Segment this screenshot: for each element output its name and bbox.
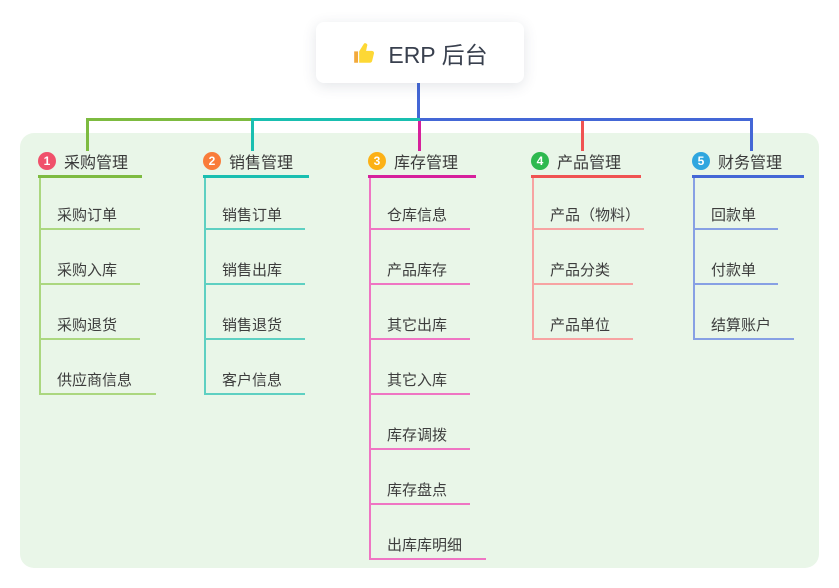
child-node[interactable]: 回款单	[711, 207, 757, 224]
thumbs-up-icon	[352, 40, 378, 66]
root-node[interactable]: ERP 后台	[316, 22, 524, 83]
branch-node-finance[interactable]: 5 财务管理	[692, 148, 782, 174]
branch-underline-1	[38, 175, 142, 178]
child-node[interactable]: 库存盘点	[387, 482, 448, 499]
child-underline	[369, 393, 470, 395]
child-underline	[39, 228, 140, 230]
branch-badge-5: 5	[692, 152, 710, 170]
children-rail-3	[369, 178, 371, 560]
child-node[interactable]: 其它出库	[387, 317, 448, 334]
branch-label: 财务管理	[718, 155, 783, 172]
branch-underline-3	[368, 175, 476, 178]
child-node[interactable]: 销售出库	[222, 262, 283, 279]
branch-label: 采购管理	[64, 155, 129, 172]
child-underline	[204, 338, 305, 340]
branch-label: 产品管理	[557, 155, 622, 172]
connector-bus-teal	[254, 118, 420, 121]
branch-underline-5	[692, 175, 804, 178]
child-node[interactable]: 采购订单	[57, 207, 118, 224]
child-underline	[369, 558, 486, 560]
child-node[interactable]: 库存调拨	[387, 427, 448, 444]
branch-badge-3: 3	[368, 152, 386, 170]
child-node[interactable]: 采购入库	[57, 262, 118, 279]
child-node[interactable]: 产品（物料）	[550, 207, 641, 224]
children-rail-2	[204, 178, 206, 395]
child-node[interactable]: 销售退货	[222, 317, 283, 334]
branch-badge-1: 1	[38, 152, 56, 170]
children-rail-1	[39, 178, 41, 395]
branch-underline-2	[203, 175, 309, 178]
child-node[interactable]: 仓库信息	[387, 207, 448, 224]
branch-node-purchase[interactable]: 1 采购管理	[38, 148, 128, 174]
child-node[interactable]: 客户信息	[222, 372, 283, 389]
connector-drop-branch3	[418, 121, 421, 151]
connector-drop-branch5	[750, 118, 753, 151]
child-underline	[693, 338, 794, 340]
child-underline	[39, 393, 156, 395]
child-underline	[532, 228, 644, 230]
branch-badge-4: 4	[531, 152, 549, 170]
child-node[interactable]: 采购退货	[57, 317, 118, 334]
connector-drop-branch1	[86, 118, 89, 151]
connector-drop-branch4	[581, 121, 584, 151]
child-node[interactable]: 结算账户	[711, 317, 772, 334]
branch-node-product[interactable]: 4 产品管理	[531, 148, 621, 174]
child-node[interactable]: 产品单位	[550, 317, 611, 334]
child-underline	[204, 393, 305, 395]
branch-node-sales[interactable]: 2 销售管理	[203, 148, 293, 174]
child-underline	[369, 283, 470, 285]
branch-label: 销售管理	[229, 155, 294, 172]
child-node[interactable]: 付款单	[711, 262, 757, 279]
child-node[interactable]: 出库库明细	[387, 537, 463, 554]
children-rail-4	[532, 178, 534, 340]
child-underline	[39, 338, 140, 340]
child-node[interactable]: 产品库存	[387, 262, 448, 279]
child-underline	[532, 283, 633, 285]
root-label: ERP 后台	[388, 41, 488, 68]
connector-bus-green	[86, 118, 254, 121]
connector-drop-branch2	[251, 118, 254, 151]
child-underline	[369, 503, 470, 505]
children-rail-5	[693, 178, 695, 340]
child-node[interactable]: 供应商信息	[57, 372, 133, 389]
child-underline	[369, 228, 470, 230]
connector-bus-blue	[420, 118, 753, 121]
child-underline	[39, 283, 140, 285]
branch-badge-2: 2	[203, 152, 221, 170]
child-underline	[693, 228, 778, 230]
branch-underline-4	[531, 175, 641, 178]
child-underline	[369, 448, 470, 450]
child-underline	[204, 228, 305, 230]
child-underline	[532, 338, 633, 340]
child-underline	[204, 283, 305, 285]
child-node[interactable]: 销售订单	[222, 207, 283, 224]
branch-node-inventory[interactable]: 3 库存管理	[368, 148, 458, 174]
child-underline	[369, 338, 470, 340]
branch-label: 库存管理	[394, 155, 459, 172]
child-node[interactable]: 其它入库	[387, 372, 448, 389]
child-underline	[693, 283, 778, 285]
child-node[interactable]: 产品分类	[550, 262, 611, 279]
background-panel	[20, 133, 819, 568]
connector-root-drop	[417, 83, 420, 119]
